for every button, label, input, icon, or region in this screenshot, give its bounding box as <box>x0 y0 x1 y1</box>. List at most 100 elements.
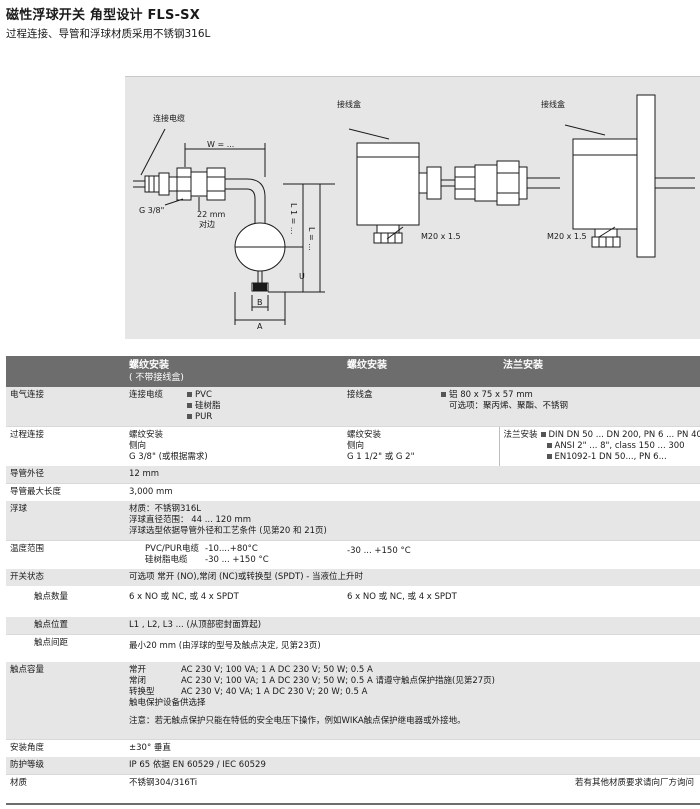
row-tube-od: 导管外径 12 mm <box>6 466 700 484</box>
temp-silicone-label: 硅树脂电缆 <box>145 555 188 565</box>
label-l: L = ... <box>307 227 316 251</box>
header-col3: 法兰安装 <box>499 356 700 387</box>
material-value: 不锈钢304/316Ti <box>125 774 499 792</box>
label-duibian: 对边 <box>199 220 215 229</box>
capacity-nc-label: 常闭 <box>129 676 147 686</box>
row-tube-length: 导管最大长度 3,000 mm <box>6 483 700 501</box>
row-label: 电气连接 <box>6 387 125 427</box>
label-m20-a: M20 x 1.5 <box>421 232 461 241</box>
capacity-spdt-label: 转换型 <box>129 687 155 697</box>
bullet-icon <box>187 414 192 419</box>
electrical-opt-silicone: 硅树脂 <box>195 401 221 411</box>
row-position: 触点位置 L1 , L2, L3 ... (从顶部密封面算起) <box>6 617 700 635</box>
label-m20-b: M20 x 1.5 <box>547 232 587 241</box>
technical-drawing: 连接电缆 接线盒 接线盒 W = ... G 3/8" 22 mm 对边 L 1… <box>125 76 700 339</box>
label-g38: G 3/8" <box>139 206 165 215</box>
bullet-icon <box>540 432 546 437</box>
label-cable: 连接电缆 <box>153 114 185 123</box>
process-c3-prefix: 法兰安装 <box>503 430 538 440</box>
row-label: 触点容量 <box>6 662 125 712</box>
bullet-icon <box>187 403 192 408</box>
header-col1: 螺纹安装 ( 不带接线盒) <box>125 356 343 387</box>
process-c3-ansi: ANSI 2" ... 8", class 150 ... 300 <box>554 441 685 451</box>
process-c3-din: DIN DN 50 ... DN 200, PN 6 ... PN 40 <box>548 430 700 440</box>
capacity-protection: 触电保护设备供选择 <box>129 698 206 708</box>
label-l1: L 1 = ... <box>289 203 298 235</box>
row-temperature: 温度范围 PVC/PUR电缆 -10....+80°C 硅树脂电缆 -30 ... … <box>6 540 700 569</box>
process-c1-l3: G 3/8" (或根据需求) <box>129 452 208 462</box>
process-c2: 螺纹安装 侧向 G 1 1/2" 或 G 2" <box>343 426 499 466</box>
row-label: 触点数量 <box>34 592 69 602</box>
electrical-opt-pur: PUR <box>195 412 213 422</box>
row-label: 温度范围 <box>6 540 125 569</box>
label-w: W = ... <box>207 140 235 149</box>
drawing-svg <box>133 94 695 325</box>
bottom-rule <box>6 803 700 805</box>
temp-c1: PVC/PUR电缆 -10....+80°C 硅树脂电缆 -30 ... +150 … <box>125 540 343 569</box>
header-col1-title: 螺纹安装 <box>129 360 169 371</box>
material-right: 若有其他材质要求请向厂方询问 <box>499 774 700 792</box>
row-process: 过程连接 螺纹安装 侧向 G 3/8" (或根据需求) 螺纹安装 侧向 G 1 … <box>6 426 700 466</box>
row-angle: 安装角度 ±30° 垂直 <box>6 739 700 757</box>
label-22mm: 22 mm <box>197 210 226 219</box>
process-c2-l3: G 1 1/2" 或 G 2" <box>347 452 415 462</box>
row-label: 材质 <box>6 774 125 792</box>
bullet-icon <box>546 454 552 459</box>
float-material: 材质：不锈钢316L <box>129 504 201 514</box>
temp-silicone-range: -30 ... +150 °C <box>205 555 269 565</box>
switch-value: 可选项 常开 (NO),常闭 (NC)或转换型 (SPDT) - 当液位上升时 <box>125 569 700 586</box>
process-c1-l1: 螺纹安装 <box>129 430 164 440</box>
electrical-c2: 接线盒 <box>343 387 499 427</box>
row-label: 触点间距 <box>6 634 125 662</box>
row-label: 防护等级 <box>6 757 125 775</box>
bullet-icon <box>441 392 446 397</box>
tube-od-value: 12 mm <box>125 466 700 484</box>
row-material: 材质 不锈钢304/316Ti 若有其他材质要求请向厂方询问 <box>6 774 700 792</box>
contacts-c1: 6 x NO 或 NC, 或 4 x SPDT <box>129 592 239 602</box>
note-empty <box>6 712 125 740</box>
label-a: A <box>257 322 263 331</box>
process-c2-l2: 侧向 <box>347 441 365 451</box>
electrical-c1-prefix: 连接电缆 <box>129 390 164 400</box>
header-col2: 螺纹安装 <box>343 356 499 387</box>
tube-length-value: 3,000 mm <box>125 483 700 501</box>
row-label: 过程连接 <box>6 426 125 466</box>
row-ip: 防护等级 IP 65 依据 EN 60529 / IEC 60529 <box>6 757 700 775</box>
spacing-value: 最小20 mm (由浮球的型号及触点决定, 见第23页) <box>125 634 700 662</box>
float-selection: 浮球选型依据导管外径和工艺条件 (见第20 和 21页) <box>129 526 327 536</box>
process-c3: 法兰安装 DIN DN 50 ... DN 200, PN 6 ... PN 40… <box>498 426 700 466</box>
row-label: 导管外径 <box>6 466 125 484</box>
row-float: 浮球 材质：不锈钢316L 浮球直径范围： 44 ... 120 mm 浮球选型… <box>6 501 700 541</box>
row-label: 浮球 <box>6 501 125 541</box>
electrical-c3: 铝 80 x 75 x 57 mm 可选项：聚丙烯、聚酯、不锈钢 <box>441 387 700 427</box>
capacity-no-value: AC 230 V; 100 VA; 1 A DC 230 V; 50 W; 0.… <box>181 665 373 675</box>
row-spacing: 触点间距 最小20 mm (由浮球的型号及触点决定, 见第23页) <box>6 634 700 662</box>
row-label: 开关状态 <box>6 569 125 586</box>
spec-header-row: 螺纹安装 ( 不带接线盒) 螺纹安装 法兰安装 <box>6 356 700 387</box>
bullet-icon <box>187 392 192 397</box>
temp-pvc-range: -10....+80°C <box>205 544 258 554</box>
label-box-2: 接线盒 <box>541 100 565 109</box>
ip-value: IP 65 依据 EN 60529 / IEC 60529 <box>125 757 700 775</box>
capacity-spdt-value: AC 230 V; 40 VA; 1 A DC 230 V; 20 W; 0.5… <box>181 687 368 697</box>
temp-pvc-label: PVC/PUR电缆 <box>145 544 199 554</box>
header-empty <box>6 356 125 387</box>
label-box-1: 接线盒 <box>337 100 361 109</box>
contacts-c2: 6 x NO 或 NC, 或 4 x SPDT <box>347 592 457 602</box>
row-contacts: 触点数量 6 x NO 或 NC, 或 4 x SPDT 6 x NO 或 NC… <box>6 586 700 617</box>
temp-c2: -30 ... +150 °C <box>343 540 700 569</box>
row-label: 安装角度 <box>6 739 125 757</box>
bullet-icon <box>546 443 552 448</box>
electrical-c2-text: 接线盒 <box>347 390 373 400</box>
electrical-box-options: 可选项：聚丙烯、聚酯、不锈钢 <box>449 401 569 411</box>
electrical-box-alu: 铝 80 x 75 x 57 mm <box>449 390 533 400</box>
header-col1-sub: ( 不带接线盒) <box>129 373 184 383</box>
process-c3-en: EN1092-1 DN 50..., PN 6... <box>554 452 667 462</box>
page-subtitle: 过程连接、导管和浮球材质采用不锈钢316L <box>6 28 211 40</box>
position-value: L1 , L2, L3 ... (从顶部密封面算起) <box>125 617 700 635</box>
angle-value: ±30° 垂直 <box>125 739 700 757</box>
